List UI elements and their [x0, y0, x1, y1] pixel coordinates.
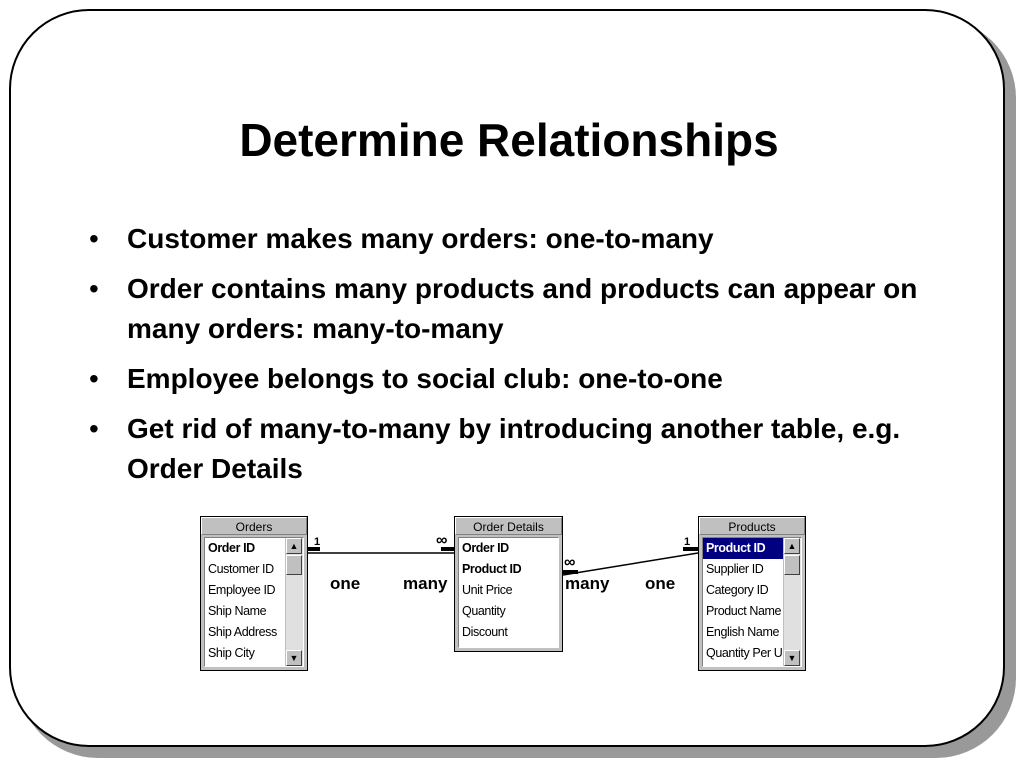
orders-field-list[interactable]: Order ID Customer ID Employee ID Ship Na… [204, 537, 304, 667]
field-category-id[interactable]: Category ID [706, 583, 769, 597]
bullet-item: • Employee belongs to social club: one-t… [89, 359, 949, 399]
products-table[interactable]: Products Product ID Supplier ID Category… [698, 516, 806, 671]
field-ship-city[interactable]: Ship City [208, 646, 255, 660]
slide-title: Determine Relationships [239, 114, 779, 166]
field-ship-address[interactable]: Ship Address [208, 625, 277, 639]
bullet-text: Order contains many products and product… [127, 273, 918, 344]
field-product-name[interactable]: Product Name [706, 604, 782, 618]
field-order-id[interactable]: Order ID [208, 541, 255, 555]
bullet-item: • Get rid of many-to-many by introducing… [89, 409, 949, 489]
field-quantity[interactable]: Quantity [462, 604, 506, 618]
order-details-table-title[interactable]: Order Details [455, 517, 562, 535]
label-left-one: one [330, 574, 361, 593]
bullet-glyph: • [89, 273, 99, 304]
orders-table[interactable]: Orders Order ID Customer ID Employee ID … [200, 516, 308, 671]
relationship-lines [307, 547, 699, 576]
field-employee-id[interactable]: Employee ID [208, 583, 276, 597]
scroll-thumb[interactable] [286, 555, 302, 575]
label-left-many: many [403, 574, 448, 593]
bullet-item: • Customer makes many orders: one-to-man… [89, 219, 949, 259]
relationship-diagram: Orders Order ID Customer ID Employee ID … [190, 506, 810, 676]
field-unit-price[interactable]: Unit Price [462, 583, 513, 597]
field-product-id-selected[interactable]: Product ID [703, 538, 783, 559]
label-right-many: many [565, 574, 610, 593]
products-one-mark: 1 [684, 536, 691, 548]
field-quantity-per-unit[interactable]: Quantity Per Unit [706, 646, 795, 660]
field-order-id[interactable]: Order ID [462, 541, 509, 555]
bullet-item: • Order contains many products and produ… [89, 269, 949, 349]
bullet-glyph: • [89, 223, 99, 254]
products-scrollbar[interactable]: ▲ ▼ [783, 538, 801, 666]
orderdetails-many-mark: ∞ [436, 532, 448, 549]
scroll-up-arrow-icon[interactable]: ▲ [286, 538, 302, 554]
orders-scrollbar[interactable]: ▲ ▼ [285, 538, 303, 666]
products-table-title[interactable]: Products [699, 517, 805, 535]
order-details-field-list[interactable]: Order ID Product ID Unit Price Quantity … [458, 537, 559, 648]
orders-one-mark: 1 [314, 536, 321, 548]
order-details-table[interactable]: Order Details Order ID Product ID Unit P… [454, 516, 563, 652]
bullet-glyph: • [89, 363, 99, 394]
bullet-list: • Customer makes many orders: one-to-man… [89, 219, 949, 499]
scroll-thumb[interactable] [784, 555, 800, 575]
label-right-one: one [645, 574, 676, 593]
bullet-text: Get rid of many-to-many by introducing a… [127, 413, 901, 484]
bullet-text: Employee belongs to social club: one-to-… [127, 363, 723, 394]
products-field-list[interactable]: Product ID Supplier ID Category ID Produ… [702, 537, 802, 667]
bullet-text: Customer makes many orders: one-to-many [127, 223, 714, 254]
slide-card: Determine Relationships • Customer makes… [9, 9, 1005, 747]
field-product-id[interactable]: Product ID [462, 562, 522, 576]
field-ship-name[interactable]: Ship Name [208, 604, 267, 618]
bullet-glyph: • [89, 413, 99, 444]
orders-table-title[interactable]: Orders [201, 517, 307, 535]
scroll-up-arrow-icon[interactable]: ▲ [784, 538, 800, 554]
field-discount[interactable]: Discount [462, 625, 508, 639]
field-customer-id[interactable]: Customer ID [208, 562, 274, 576]
field-english-name[interactable]: English Name [706, 625, 780, 639]
orderdetails-products-link [562, 552, 699, 576]
scroll-down-arrow-icon[interactable]: ▼ [784, 650, 800, 666]
field-supplier-id[interactable]: Supplier ID [706, 562, 764, 576]
orderdetails-many-mark-2: ∞ [564, 554, 576, 571]
scroll-down-arrow-icon[interactable]: ▼ [286, 650, 302, 666]
